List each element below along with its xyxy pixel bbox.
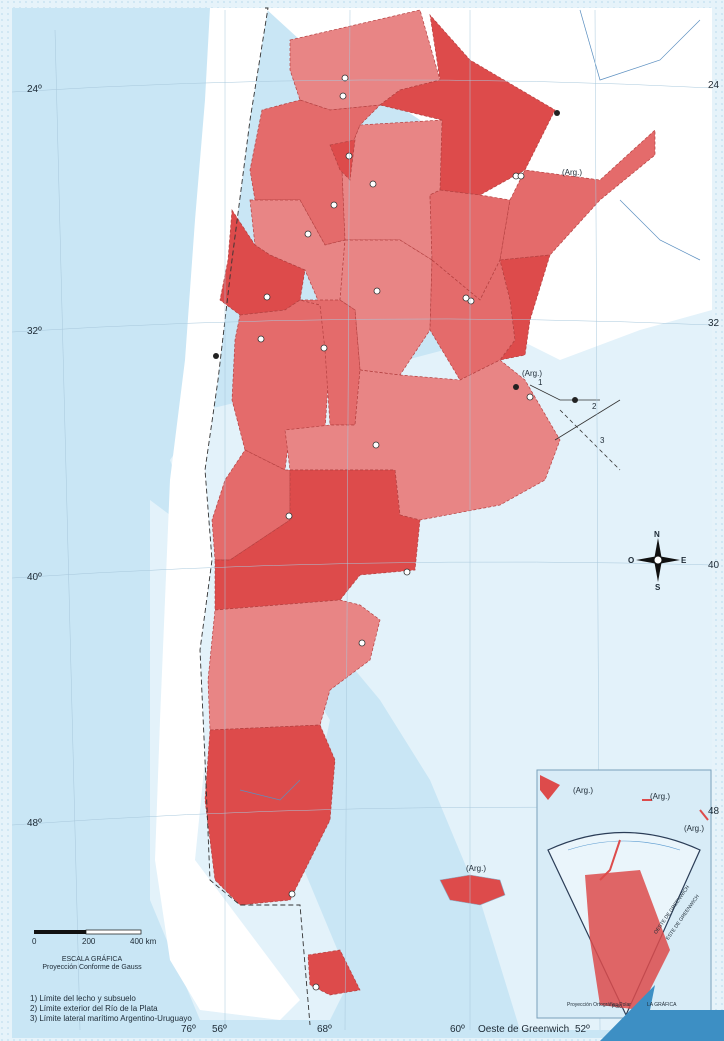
antarctica-inset	[536, 769, 712, 1019]
compass-n: N	[654, 530, 660, 539]
province-rionegro-lapampa	[214, 469, 421, 611]
boundary-number-3: 3	[600, 436, 605, 445]
province-formosa	[379, 13, 556, 196]
scale-tick-200: 200	[82, 937, 96, 946]
inset-pole: Polo	[612, 1004, 623, 1010]
lat-label-right-24: 24	[708, 80, 720, 91]
arg-label-antarctic-mid: (Arg.)	[650, 792, 670, 801]
lat-label-right-48: 48	[708, 806, 720, 817]
arg-label-rio-plata: (Arg.)	[522, 369, 542, 378]
border-line	[199, 7, 311, 1026]
provinces	[204, 9, 656, 996]
note-1: 1) Límite del lecho y subsuelo	[30, 994, 136, 1003]
province-entrerios	[499, 254, 551, 361]
arg-label-antarctic-right: (Arg.)	[684, 824, 704, 833]
compass-o: O	[628, 556, 635, 565]
note-2: 2) Límite exterior del Río de la Plata	[30, 1004, 158, 1013]
compass-rose	[636, 538, 680, 582]
province-tucuman	[329, 139, 356, 181]
province-chaco	[341, 119, 443, 261]
chile	[155, 8, 300, 1020]
province-sanluis	[299, 299, 361, 426]
scale-bar	[34, 929, 142, 935]
lat-label-right-32: 32	[708, 318, 720, 329]
province-salta	[249, 99, 381, 246]
arg-label-mesopotamia: (Arg.)	[562, 168, 582, 177]
capital-dots	[213, 110, 578, 403]
scale-title: ESCALA GRÁFICA	[61, 956, 123, 963]
lat-label-40: 40º	[27, 572, 42, 583]
compass-e: E	[681, 556, 687, 565]
lon-label-52: 52º	[575, 1024, 590, 1035]
arg-label-antarctic-left: (Arg.)	[573, 786, 593, 795]
province-santafe	[429, 258, 516, 381]
province-chubut	[207, 599, 381, 731]
province-buenos-aires	[284, 359, 561, 521]
scale-tick-0: 0	[32, 937, 37, 946]
meridian-caption: Oeste de Greenwich	[478, 1024, 570, 1035]
lon-label-60: 60º	[450, 1024, 465, 1035]
corner-tab[interactable]	[600, 985, 724, 1041]
inset-projection: Proyección Ortográfica Polar	[567, 1002, 631, 1008]
arg-label-malvinas: (Arg.)	[466, 864, 486, 873]
cities	[257, 74, 534, 991]
province-neuquen	[211, 449, 291, 561]
note-3: 3) Límite lateral marítimo Argentino-Uru…	[30, 1014, 192, 1023]
province-santacruz	[204, 724, 336, 906]
lon-label-68: 68º	[317, 1024, 332, 1035]
rio-plata-boundaries	[529, 384, 621, 471]
scale-tick-400: 400 km	[130, 937, 157, 946]
compass-s: S	[655, 583, 661, 592]
rivers	[239, 9, 701, 801]
boundary-number-2: 2	[592, 402, 597, 411]
lat-label-48: 48º	[27, 818, 42, 829]
lat-label-32: 32º	[27, 326, 42, 337]
scale-projection: Proyección Conforme de Gauss	[42, 964, 142, 971]
lat-label-right-40: 40	[708, 560, 720, 571]
lon-label-76: 76º	[181, 1024, 196, 1035]
lat-label-24: 24º	[27, 84, 42, 95]
inset-scale-caption: LA GRÁFICA	[647, 1002, 677, 1008]
boundary-number-1: 1	[538, 378, 543, 387]
lon-label-56: 56º	[212, 1024, 227, 1035]
